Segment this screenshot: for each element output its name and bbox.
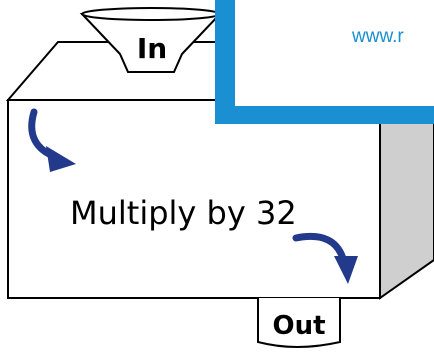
rule-text: Multiply by 32 <box>70 194 297 232</box>
banner-url-text: www.r <box>351 26 404 47</box>
output-chute: Out <box>257 298 341 348</box>
curved-arrow-in <box>28 108 76 172</box>
banner-panel <box>225 0 434 117</box>
input-funnel: In <box>79 7 223 73</box>
box-front-face <box>7 99 381 299</box>
website-banner: www.r <box>215 0 434 124</box>
banner-border-left <box>215 0 235 124</box>
input-label: In <box>137 32 167 65</box>
box-side-face <box>379 99 434 300</box>
curved-arrow-out <box>292 232 358 284</box>
banner-border-bottom <box>215 106 434 124</box>
output-label: Out <box>272 311 325 341</box>
